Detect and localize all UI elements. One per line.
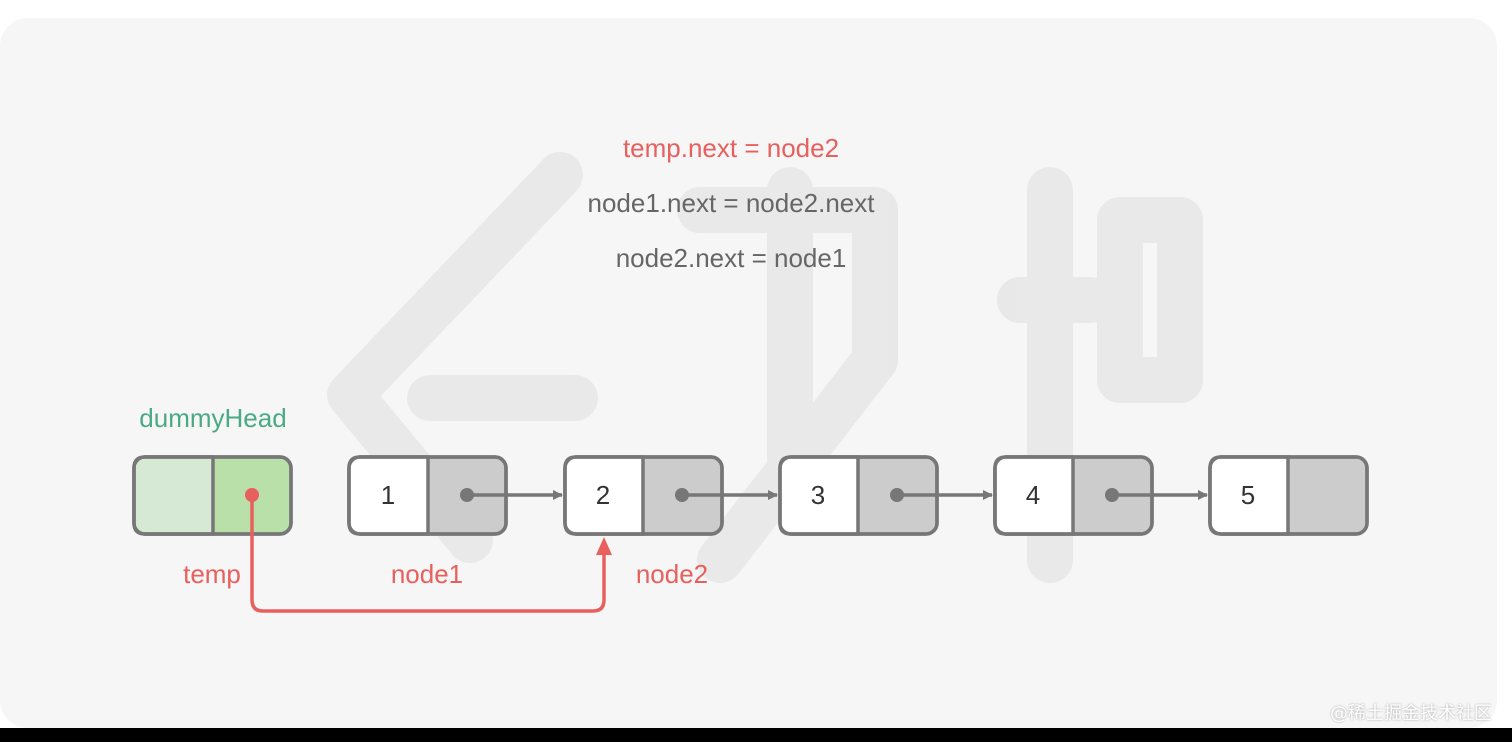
- list-node-5: [1208, 455, 1369, 536]
- node-4-value: 4: [1026, 480, 1040, 510]
- bottom-bar: [0, 728, 1512, 742]
- dummy-head-label: dummyHead: [139, 403, 286, 433]
- diagram-canvas: [0, 18, 1497, 728]
- node-1-value: 1: [381, 480, 395, 510]
- node2-label: node2: [636, 559, 708, 589]
- node1-label: node1: [391, 559, 463, 589]
- temp-to-node2-arrow: [250, 495, 606, 613]
- temp-label: temp: [183, 559, 241, 589]
- code-line-1: temp.next = node2: [623, 133, 839, 163]
- list-node-3: [778, 455, 939, 536]
- source-credit: @稀土掘金技术社区: [1330, 703, 1492, 724]
- node-5-value: 5: [1241, 480, 1255, 510]
- code-line-3: node2.next = node1: [616, 243, 847, 273]
- list-node-1: [347, 455, 508, 536]
- temp-arrowhead: [596, 537, 612, 555]
- code-line-2: node1.next = node2.next: [588, 188, 876, 218]
- dummy-head-node: [132, 455, 293, 536]
- node-3-value: 3: [811, 480, 825, 510]
- node-2-value: 2: [596, 480, 610, 510]
